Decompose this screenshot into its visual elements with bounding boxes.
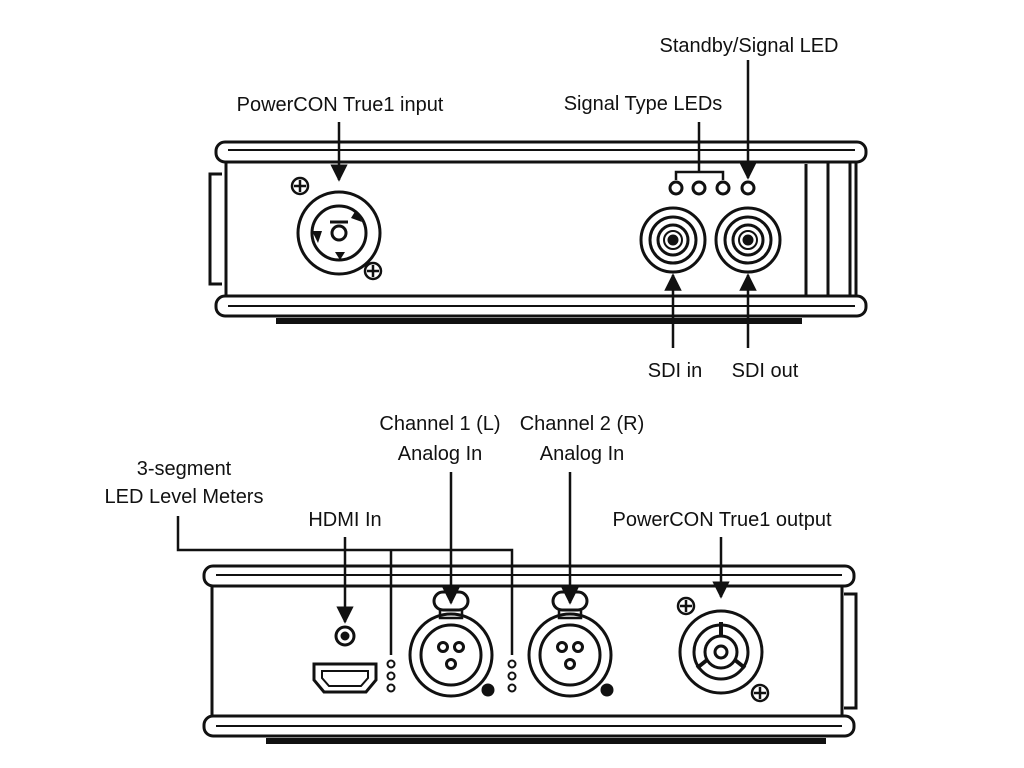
level-meters-label-line1: 3-segment — [137, 458, 232, 480]
bottom-leader-lines — [176, 472, 730, 655]
level-meters-label-line2: LED Level Meters — [105, 486, 264, 508]
led-icon — [386, 659, 396, 669]
screw-icon — [676, 596, 696, 616]
powercon-output-connector — [678, 609, 764, 695]
sdi-in-bnc-connector — [639, 206, 707, 274]
led-level-meter-right — [507, 659, 517, 693]
powercon-output-label: PowerCON True1 output — [613, 509, 832, 531]
channel1-label-line1: Channel 1 (L) — [379, 413, 500, 435]
powercon-input-label: PowerCON True1 input — [237, 94, 444, 116]
sdi-out-label: SDI out — [732, 360, 799, 382]
channel2-label-line2: Analog In — [540, 443, 625, 465]
led-icon — [668, 180, 684, 196]
led-icon — [691, 180, 707, 196]
top-leader-lines — [330, 60, 757, 348]
powercon-input-connector — [296, 190, 382, 276]
standby-signal-led-label: Standby/Signal LED — [659, 35, 838, 57]
xlr-channel1-connector — [408, 590, 495, 698]
signal-type-leds-label: Signal Type LEDs — [564, 93, 723, 115]
sdi-in-label: SDI in — [648, 360, 702, 382]
bottom-device-panel — [202, 564, 858, 744]
led-icon — [507, 659, 517, 669]
top-device-panel — [208, 140, 868, 324]
led-icon — [507, 683, 517, 693]
led-icon — [386, 671, 396, 681]
screw-icon — [363, 261, 383, 281]
led-level-meter-left — [386, 659, 396, 693]
signal-type-leds — [668, 180, 731, 196]
channel1-label-line2: Analog In — [398, 443, 483, 465]
led-icon — [507, 671, 517, 681]
screw-icon — [750, 683, 770, 703]
screw-icon — [290, 176, 310, 196]
hdmi-in-label: HDMI In — [308, 509, 381, 531]
channel2-label-line1: Channel 2 (R) — [520, 413, 645, 435]
standby-signal-led — [740, 180, 756, 196]
xlr-channel2-connector — [527, 590, 614, 698]
hdmi-port-icon — [312, 662, 378, 694]
led-icon — [386, 683, 396, 693]
led-icon — [740, 180, 756, 196]
sdi-out-bnc-connector — [714, 206, 782, 274]
led-icon — [715, 180, 731, 196]
hdmi-in-jack — [334, 625, 356, 647]
